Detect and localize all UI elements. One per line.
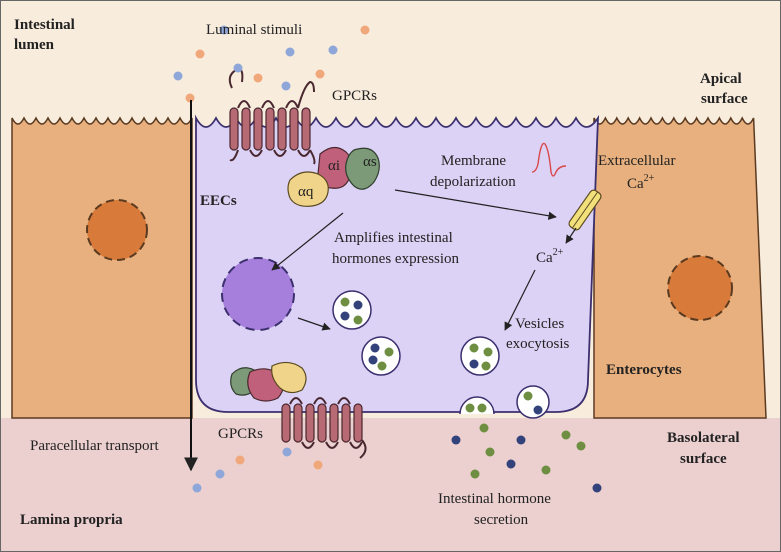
label-gpcrs-top: GPCRs bbox=[332, 88, 377, 104]
depolarization-arrow bbox=[394, 189, 557, 220]
label-vesicles-1: Vesicles bbox=[515, 316, 564, 332]
vesicle-1 bbox=[332, 290, 372, 330]
vesicle-2 bbox=[361, 336, 401, 376]
expression-arrow bbox=[271, 212, 344, 271]
label-extracellular-sup: 2+ bbox=[644, 173, 655, 184]
label-extracellular-1: Extracellular bbox=[598, 153, 675, 169]
label-membrane-1: Membrane bbox=[441, 153, 506, 169]
enterocyte-left-nucleus bbox=[86, 199, 148, 261]
exocytosis-arrow bbox=[504, 269, 536, 331]
label-paracellular: Paracellular transport bbox=[30, 438, 160, 454]
label-gpcrs-bottom: GPCRs bbox=[218, 426, 263, 442]
lamina-propria-dots bbox=[192, 447, 323, 493]
label-apical-2: surface bbox=[701, 91, 748, 107]
lamina-propria-region bbox=[0, 418, 781, 552]
gpcr-receptor-bottom bbox=[281, 397, 367, 459]
label-extracellular-2: Ca2+ bbox=[627, 173, 655, 192]
label-basolateral-2: surface bbox=[680, 451, 727, 467]
luminal-stimuli-dots bbox=[173, 25, 370, 103]
label-apical-1: Apical bbox=[700, 71, 742, 87]
g-protein-alpha-q bbox=[287, 171, 329, 207]
eec-nucleus bbox=[221, 257, 295, 331]
label-intestinal-lumen-2: lumen bbox=[14, 37, 55, 53]
label-amplifies-1: Amplifies intestinal bbox=[334, 230, 453, 246]
calcium-influx-arrow bbox=[565, 227, 577, 244]
label-secretion-2: secretion bbox=[474, 512, 529, 528]
label-ca-inner: Ca2+ bbox=[536, 247, 564, 266]
label-ca-inner-sup: 2+ bbox=[553, 247, 564, 258]
label-intestinal-lumen-1: Intestinal bbox=[14, 17, 75, 33]
label-basolateral-1: Basolateral bbox=[667, 430, 740, 446]
vesicle-5 bbox=[459, 396, 495, 415]
label-alpha-s: αs bbox=[363, 154, 377, 170]
label-alpha-i: αi bbox=[328, 158, 340, 174]
label-lamina-propria: Lamina propria bbox=[20, 512, 123, 528]
label-ca-inner-text: Ca bbox=[536, 250, 553, 266]
enterocyte-left bbox=[11, 116, 193, 419]
secreted-hormone-dots bbox=[451, 423, 602, 493]
label-amplifies-2: hormones expression bbox=[332, 251, 460, 267]
label-alpha-q: αq bbox=[298, 184, 314, 200]
vesicle-4 bbox=[516, 385, 550, 419]
vesicle-formation-arrow bbox=[297, 317, 331, 331]
label-extracellular-ca: Ca bbox=[627, 176, 644, 192]
label-eecs: EECs bbox=[200, 193, 237, 209]
label-secretion-1: Intestinal hormone bbox=[438, 491, 551, 507]
vesicle-3 bbox=[460, 336, 500, 376]
g-protein-alpha-s bbox=[345, 147, 380, 190]
gpcr-receptor-top bbox=[228, 68, 316, 165]
enterocyte-right-nucleus bbox=[667, 255, 733, 321]
label-luminal-stimuli: Luminal stimuli bbox=[206, 22, 302, 38]
depolarization-spike-icon bbox=[531, 142, 567, 177]
calcium-channel bbox=[568, 189, 602, 231]
label-membrane-2: depolarization bbox=[430, 174, 516, 190]
label-enterocytes: Enterocytes bbox=[606, 362, 682, 378]
label-vesicles-2: exocytosis bbox=[506, 336, 569, 352]
g-protein-bottom-q bbox=[271, 361, 307, 394]
